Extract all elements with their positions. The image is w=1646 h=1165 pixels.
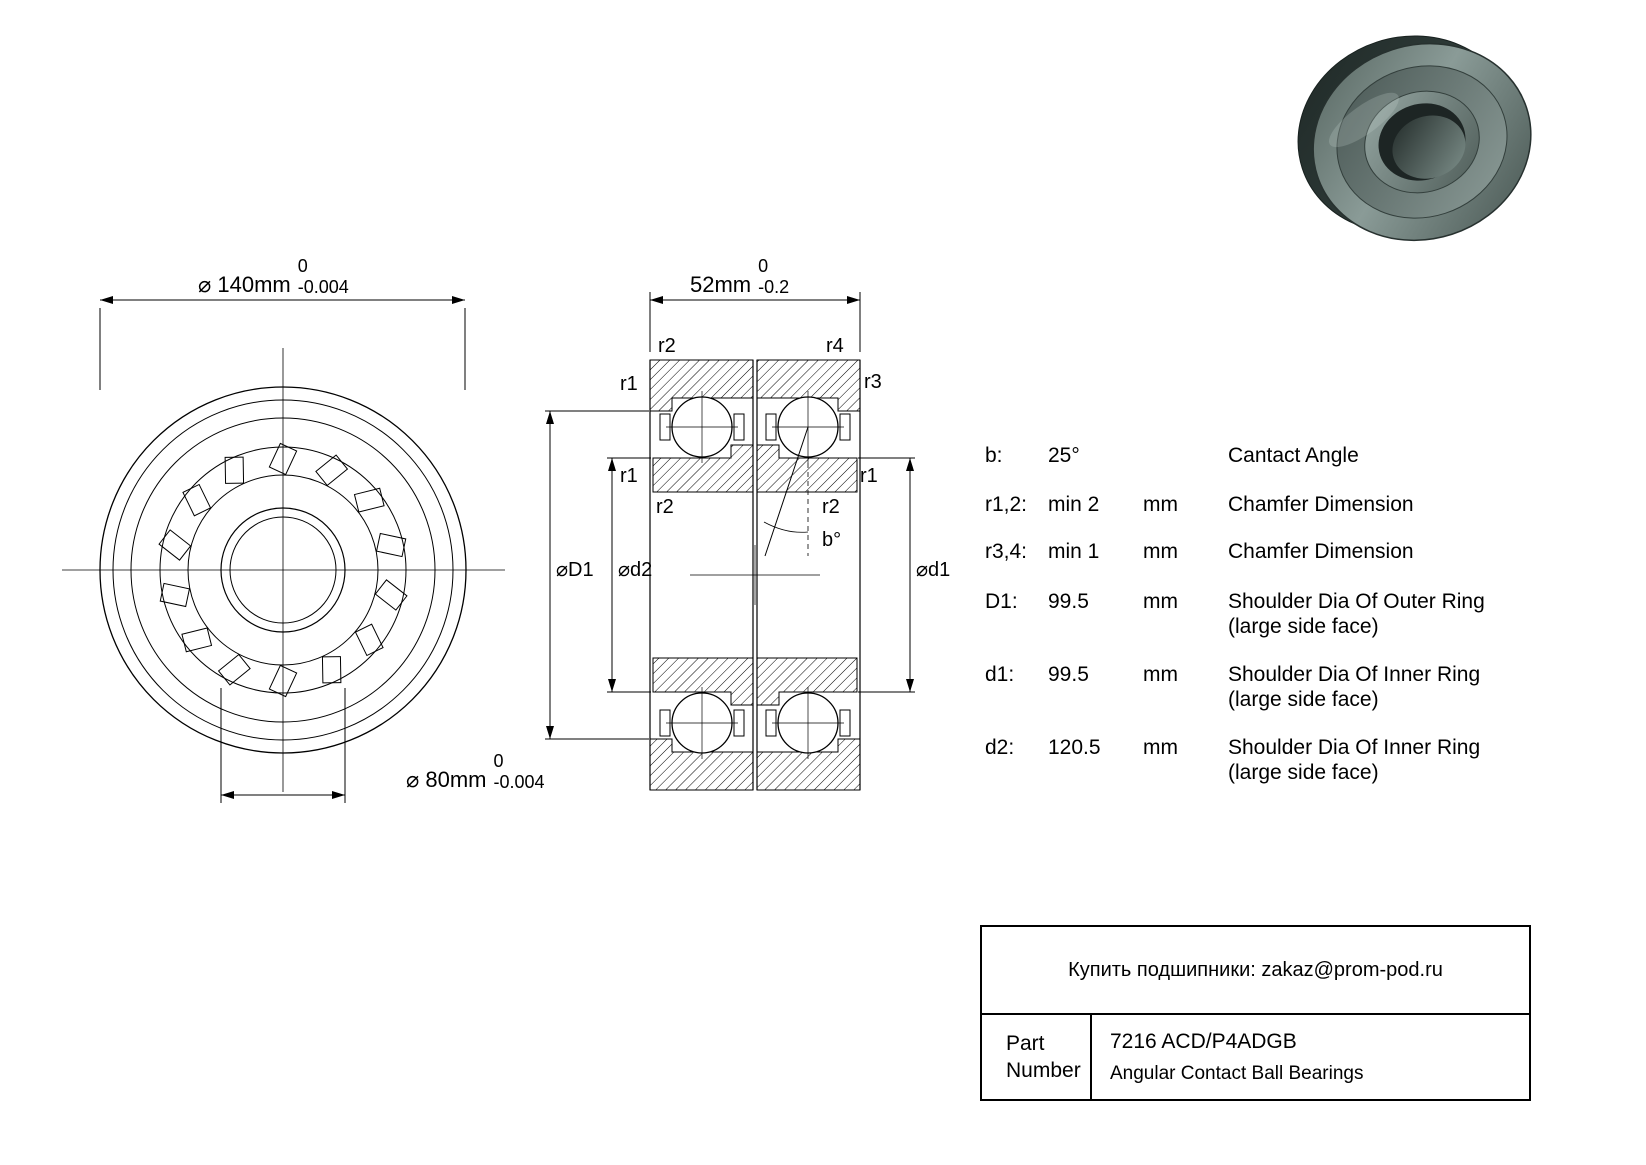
part-number-row: Part Number 7216 ACD/P4ADGB Angular Cont… <box>982 1015 1529 1099</box>
spec-value: 25° <box>1048 444 1080 467</box>
spec-param: D1: <box>985 590 1018 613</box>
spec-value: min 2 <box>1048 493 1100 516</box>
spec-unit: mm <box>1143 736 1178 759</box>
label-r2-top-left: r2 <box>658 335 676 357</box>
dim-lines-d1 <box>858 457 915 693</box>
spec-desc2: (large side face) <box>1228 688 1379 711</box>
spec-param: d1: <box>985 663 1015 686</box>
spec-param: d2: <box>985 736 1015 759</box>
section-centerline <box>690 545 820 605</box>
label-r1-upper-left: r1 <box>620 373 638 395</box>
label-D1: ⌀D1 <box>556 559 594 581</box>
dim-width-tolerance: 0 -0.2 <box>758 256 790 297</box>
part-number: 7216 ACD/P4ADGB <box>1110 1029 1297 1053</box>
spec-value: 99.5 <box>1048 590 1089 613</box>
label-r2-lower-left: r2 <box>656 496 674 518</box>
spec-param: r3,4: <box>985 540 1028 563</box>
inner-ring-sections <box>652 444 858 706</box>
spec-desc: Shoulder Dia Of Outer Ring <box>1228 590 1485 613</box>
spec-desc: Shoulder Dia Of Inner Ring <box>1228 663 1481 686</box>
cage-inner-circle <box>187 474 379 666</box>
bore-circle <box>220 507 346 633</box>
cage-pockets <box>158 442 408 698</box>
spec-desc: Cantact Angle <box>1228 444 1359 467</box>
part-number-label-cell: Part Number <box>982 1015 1092 1099</box>
cage-sections <box>659 413 851 737</box>
dim-lines-width <box>649 292 861 352</box>
dim-bore-diameter: ⌀ 80mm 0 -0.004 <box>406 751 545 792</box>
dim-lines-outer-diameter <box>99 296 466 390</box>
spec-unit: mm <box>1143 540 1178 563</box>
part-label-line2: Number <box>1006 1059 1081 1082</box>
contact-cell: Купить подшипники: zakaz@prom-pod.ru <box>982 927 1529 1015</box>
spec-desc2: (large side face) <box>1228 615 1379 638</box>
dim-lines-D1 <box>545 410 649 740</box>
label-r1-mid-left: r1 <box>620 465 638 487</box>
section-view <box>545 292 915 791</box>
dim-outer-value: ⌀ 140mm <box>198 272 291 298</box>
label-r4-top-right: r4 <box>826 335 844 357</box>
outer-diameter-circle <box>99 386 467 754</box>
dim-width: 52mm 0 -0.2 <box>690 256 789 297</box>
spec-value: 99.5 <box>1048 663 1089 686</box>
part-number-value-cell: 7216 ACD/P4ADGB Angular Contact Ball Bea… <box>1092 1015 1529 1099</box>
spec-value: 120.5 <box>1048 736 1101 759</box>
label-r1-mid-right: r1 <box>860 465 878 487</box>
spec-desc: Chamfer Dimension <box>1228 540 1414 563</box>
contact-text: Купить подшипники: zakaz@prom-pod.ru <box>1068 958 1443 981</box>
cage-outer-circle <box>159 446 407 694</box>
front-view <box>62 296 505 803</box>
spec-unit: mm <box>1143 590 1178 613</box>
contact-angle-annotation <box>763 426 809 557</box>
bearing-product-photo <box>1297 35 1532 242</box>
label-contact-angle: b° <box>822 529 842 551</box>
spec-value: min 1 <box>1048 540 1100 563</box>
dim-lines-d2 <box>607 457 651 693</box>
dim-lines-bore-diameter <box>220 688 346 803</box>
dim-outer-tolerance: 0 -0.004 <box>297 256 349 297</box>
dim-width-value: 52mm <box>690 272 752 298</box>
title-block: Купить подшипники: zakaz@prom-pod.ru Par… <box>980 925 1531 1101</box>
spec-unit: mm <box>1143 663 1178 686</box>
part-label-line1: Part <box>1006 1032 1045 1055</box>
spec-unit: mm <box>1143 493 1178 516</box>
spec-param: b: <box>985 444 1003 467</box>
spec-desc: Shoulder Dia Of Inner Ring <box>1228 736 1481 759</box>
spec-param: r1,2: <box>985 493 1028 516</box>
bearing-type: Angular Contact Ball Bearings <box>1110 1062 1364 1084</box>
dim-bore-tolerance: 0 -0.004 <box>493 751 545 792</box>
spec-desc2: (large side face) <box>1228 761 1379 784</box>
outer-ring-sections <box>649 359 861 791</box>
dim-bore-value: ⌀ 80mm <box>406 767 487 793</box>
label-d2: ⌀d2 <box>618 559 653 581</box>
spec-desc: Chamfer Dimension <box>1228 493 1414 516</box>
label-r3-upper-right: r3 <box>864 371 882 393</box>
label-r2-lower-right: r2 <box>822 496 840 518</box>
label-d1: ⌀d1 <box>916 559 951 581</box>
dim-outer-diameter: ⌀ 140mm 0 -0.004 <box>198 256 349 297</box>
